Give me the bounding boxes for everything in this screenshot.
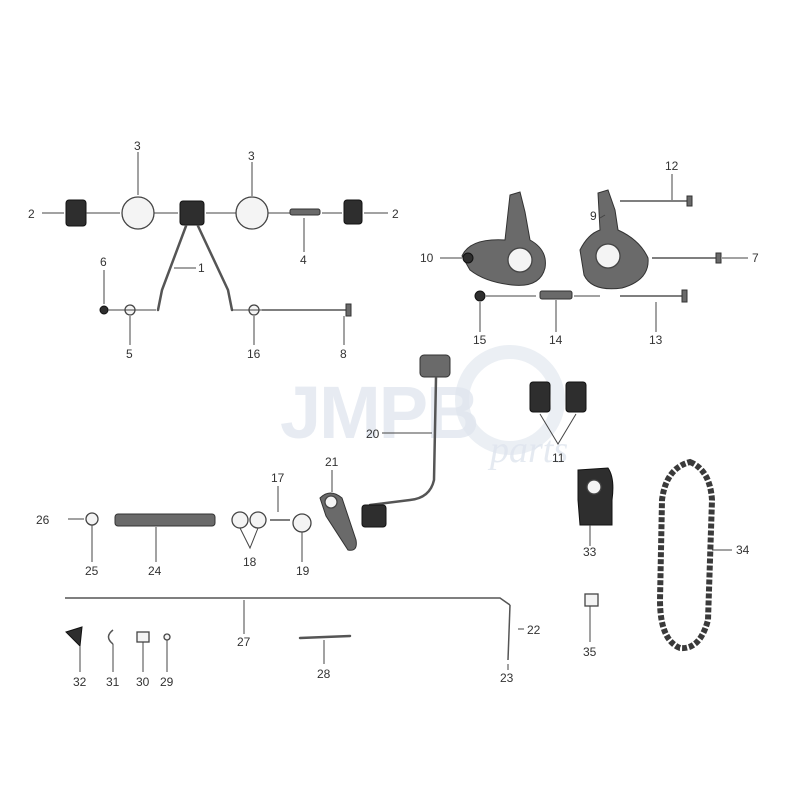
callout-22: 22 xyxy=(527,623,541,637)
callout-2-right: 2 xyxy=(392,207,399,221)
callout-11: 11 xyxy=(552,451,565,465)
callout-5: 5 xyxy=(126,347,133,361)
bush-pair-11 xyxy=(529,381,587,413)
callout-28: 28 xyxy=(317,667,331,681)
washer-right xyxy=(235,196,269,230)
callout-35: 35 xyxy=(583,645,597,659)
callout-31: 31 xyxy=(106,675,120,689)
bolt-7-head xyxy=(715,252,722,264)
pedal-rubber xyxy=(419,354,451,378)
stand-pivot-block xyxy=(179,200,205,226)
lever-right xyxy=(579,189,649,290)
callout-3-left: 3 xyxy=(134,139,141,153)
callout-10: 10 xyxy=(420,251,434,265)
clip-31 xyxy=(107,629,114,645)
pedal-arm xyxy=(368,376,438,507)
stand-bolt-head xyxy=(345,303,352,317)
callout-4: 4 xyxy=(300,253,307,267)
stand-pin xyxy=(289,208,321,216)
callout-13: 13 xyxy=(649,333,663,347)
callout-34: 34 xyxy=(736,543,750,557)
kickstart-assembly xyxy=(68,354,451,551)
rubber-bush-right xyxy=(343,199,363,225)
callout-12: 12 xyxy=(665,159,679,173)
callout-18: 18 xyxy=(243,555,257,569)
callout-32: 32 xyxy=(73,675,87,689)
nut-6 xyxy=(99,305,109,315)
spring-28 xyxy=(298,634,352,640)
bush-11-right xyxy=(565,381,587,413)
washer-left xyxy=(121,196,155,230)
callout-23: 23 xyxy=(500,671,514,685)
callout-16: 16 xyxy=(247,347,261,361)
clip-35 xyxy=(584,593,599,607)
cable-end-22-23 xyxy=(507,604,511,661)
lever-left xyxy=(461,191,546,286)
pedal-boss xyxy=(361,504,387,528)
rubber-bush-left xyxy=(65,199,87,227)
callout-24: 24 xyxy=(148,564,162,578)
callout-21: 21 xyxy=(325,455,339,469)
ball-29 xyxy=(163,633,171,641)
watermark-gear-icon xyxy=(455,345,565,455)
callout-29: 29 xyxy=(160,675,174,689)
lever-left-hole xyxy=(462,252,474,264)
kick-shaft-24 xyxy=(114,513,216,527)
callout-3-right: 3 xyxy=(248,149,255,163)
callout-30: 30 xyxy=(136,675,150,689)
callout-15: 15 xyxy=(473,333,487,347)
wing-nut-32 xyxy=(65,626,83,648)
bolt-12-head xyxy=(686,195,693,207)
lever-right-bore xyxy=(595,243,621,269)
chain-guide-33 xyxy=(577,467,614,526)
bush-11-left xyxy=(529,381,551,413)
spring-14 xyxy=(539,290,573,300)
callout-1: 1 xyxy=(198,261,205,275)
callout-7: 7 xyxy=(752,251,759,265)
drive-chain-34 xyxy=(656,458,716,652)
kick-lever-hole xyxy=(324,495,338,509)
callout-19: 19 xyxy=(296,564,310,578)
sleeve-30 xyxy=(136,631,150,643)
brake-lever-assembly xyxy=(461,189,722,303)
callout-numbers: 1 2 2 3 3 4 5 6 7 8 9 10 11 12 13 14 15 … xyxy=(28,139,759,689)
callout-2-left: 2 xyxy=(28,207,35,221)
stand-leg-right xyxy=(196,224,234,312)
lever-left-bore xyxy=(507,247,533,273)
washer-25 xyxy=(85,512,99,526)
stand-assembly xyxy=(65,196,363,317)
gear-19 xyxy=(292,513,312,533)
callout-17: 17 xyxy=(271,471,285,485)
watermark-logo: JMPB parts xyxy=(280,345,568,471)
callout-33: 33 xyxy=(583,545,597,559)
callout-6: 6 xyxy=(100,255,107,269)
chain-guide-hole xyxy=(586,479,602,495)
bolt-13-head xyxy=(681,289,688,303)
callout-14: 14 xyxy=(549,333,563,347)
watermark-sub: parts xyxy=(487,429,568,471)
callout-9: 9 xyxy=(590,209,597,223)
callout-26: 26 xyxy=(36,513,50,527)
watermark-brand: JMPB xyxy=(280,371,478,454)
stand-leg-left xyxy=(156,224,188,312)
control-cable-27 xyxy=(65,597,511,606)
nut-15 xyxy=(474,290,486,302)
leader-lines xyxy=(42,152,748,672)
washer-18-a xyxy=(231,511,249,529)
callout-27: 27 xyxy=(237,635,251,649)
callout-20: 20 xyxy=(366,427,380,441)
callout-8: 8 xyxy=(340,347,347,361)
washer-18-b xyxy=(249,511,267,529)
callout-25: 25 xyxy=(85,564,99,578)
